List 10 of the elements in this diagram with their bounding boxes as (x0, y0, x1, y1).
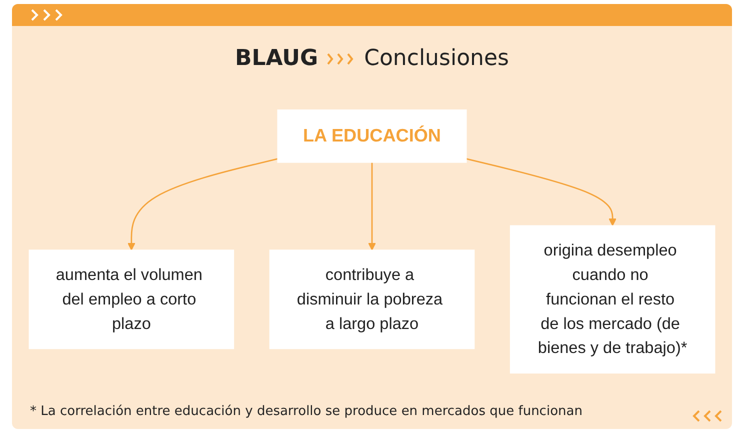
node-box: origina desempleo cuando no funcionan el resto de los mercado (de bienes y de trabajo)* (510, 225, 716, 374)
arrow (368, 162, 376, 250)
footnote: * La correlación entre educación y desarrollo se produce en mercados que funcionan (30, 404, 582, 419)
node-box: LA EDUCACIÓN (277, 109, 467, 163)
subtitle: Conclusiones (364, 46, 509, 71)
title: BLAUG (235, 46, 318, 71)
node-box: aumenta el volumen del empleo a corto plazo (28, 250, 234, 350)
arrow (466, 158, 617, 226)
arrow (127, 158, 278, 250)
node-box: contribuye a disminuir la pobreza a largo plazo (269, 250, 475, 350)
